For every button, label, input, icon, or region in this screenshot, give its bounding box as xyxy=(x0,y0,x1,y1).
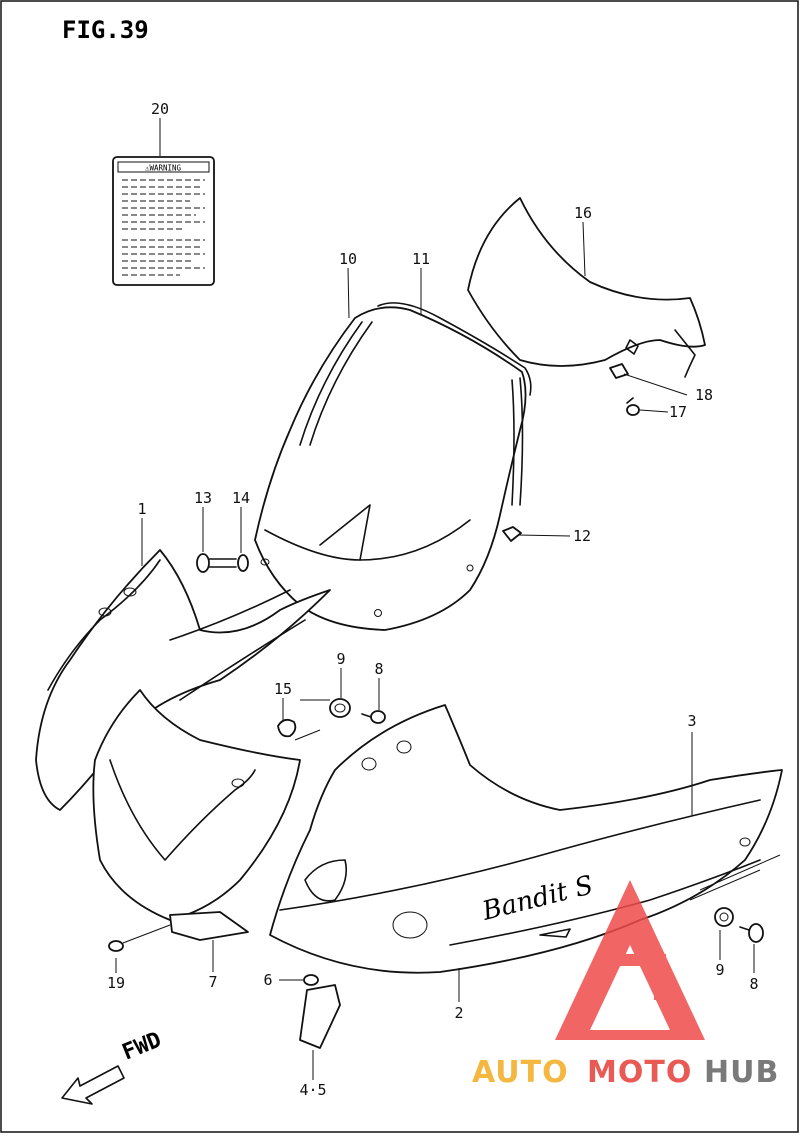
warning-label-part: ⚠WARNING xyxy=(112,156,215,286)
callout-13: 13 xyxy=(194,489,212,507)
figure-title: FIG.39 xyxy=(62,16,149,44)
grommet-15 xyxy=(277,718,297,738)
screw-8-upper xyxy=(361,710,386,724)
callout-11: 11 xyxy=(412,250,430,268)
callout-1: 1 xyxy=(137,500,146,518)
forward-arrow: FWD xyxy=(61,1027,165,1105)
fwd-label: FWD xyxy=(119,1027,165,1065)
watermark-moto: MOTO xyxy=(587,1055,692,1090)
watermark-logo xyxy=(555,880,705,1040)
watermark-g-icon xyxy=(600,954,666,1000)
callout-10: 10 xyxy=(339,250,357,268)
callout-19: 19 xyxy=(107,974,125,992)
washer-14 xyxy=(237,554,249,572)
callout-15: 15 xyxy=(274,680,292,698)
callout-14: 14 xyxy=(232,489,250,507)
watermark-hub: HUB xyxy=(704,1055,779,1090)
screw-8-lower xyxy=(739,923,764,943)
callout-9-lower: 9 xyxy=(715,961,724,979)
grommet-9-upper xyxy=(329,698,351,718)
callout-17: 17 xyxy=(669,403,687,421)
watermark-auto: AUTO xyxy=(472,1055,569,1090)
callout-labels: 20 16 10 11 18 17 13 14 1 12 9 8 15 3 19… xyxy=(107,100,759,1099)
callout-20: 20 xyxy=(151,100,169,118)
screw-17 xyxy=(626,397,640,416)
callout-7: 7 xyxy=(208,973,217,991)
callout-8-lower: 8 xyxy=(749,975,758,993)
windscreen-part xyxy=(254,306,527,631)
callout-12: 12 xyxy=(573,527,591,545)
grommet-9-lower xyxy=(714,907,734,927)
warning-label-header: ⚠WARNING xyxy=(145,164,182,173)
clip-nut-18 xyxy=(609,363,629,379)
callout-8-upper: 8 xyxy=(374,660,383,678)
screw-6 xyxy=(303,974,319,986)
callout-4-5: 4·5 xyxy=(299,1081,326,1099)
headlight-panel-part xyxy=(92,689,301,941)
grommet-12 xyxy=(502,526,522,542)
lower-cowling-part: Bandit S xyxy=(269,704,783,974)
screw-13 xyxy=(196,553,237,573)
callout-2: 2 xyxy=(454,1004,463,1022)
watermark-text: AUTO MOTO HUB xyxy=(472,1055,779,1090)
callout-18: 18 xyxy=(695,386,713,404)
callout-16: 16 xyxy=(574,204,592,222)
leader-lines xyxy=(115,118,781,1080)
callout-3: 3 xyxy=(687,712,696,730)
watermark-triangle-icon xyxy=(555,880,705,1040)
bracket-4-5 xyxy=(299,984,341,1049)
callout-9-upper: 9 xyxy=(336,650,345,668)
callout-6: 6 xyxy=(263,971,272,989)
inner-cover-part xyxy=(467,197,706,378)
edge-trim-11 xyxy=(377,302,532,396)
screw-19 xyxy=(108,924,171,952)
